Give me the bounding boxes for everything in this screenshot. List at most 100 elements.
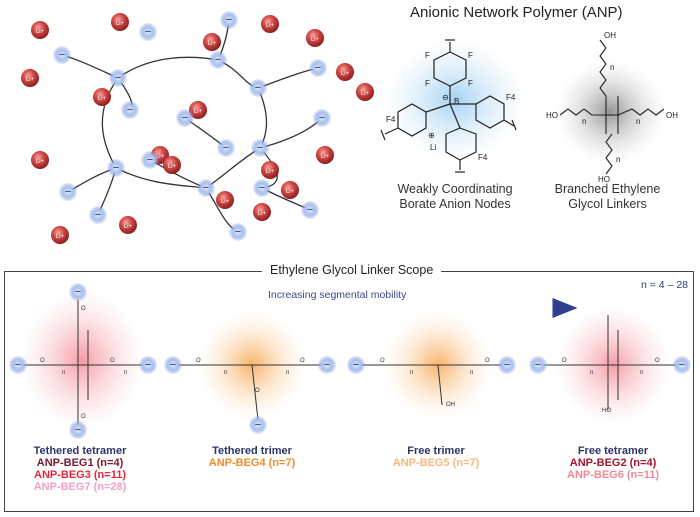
lithium-sphere: Li+ [261,161,279,179]
sample-label: ANP-BEG7 (n=28) [33,481,127,493]
lithium-sphere: Li+ [119,216,137,234]
svg-text:−: − [113,162,119,174]
lithium-sphere: Li+ [336,63,354,81]
svg-text:−: − [145,359,151,371]
linker-caption-line1: Branched Ethylene [554,182,661,196]
borate-anion-mark: ⊖ [442,93,449,102]
repeat-label: n [124,370,127,376]
linker-skeletons [20,300,680,425]
svg-text:−: − [504,359,510,371]
fluorine-label: F [425,51,430,60]
lithium-sphere: Li+ [203,33,221,51]
fluorine-label: F4 [478,153,488,162]
svg-text:−: − [75,286,81,298]
lithium-sphere: Li+ [261,15,279,33]
hydroxyl-label: OH [446,402,455,408]
svg-text:Li+: Li+ [168,164,177,170]
scope-title: Ethylene Glycol Linker Scope [262,263,442,277]
sample-label: ANP-BEG5 (n=7) [392,457,480,469]
hydroxyl-label: OH [604,31,616,40]
anion-sphere: − [141,151,159,169]
repeat-label: n [286,370,289,376]
svg-text:−: − [147,154,153,166]
anion-sphere: − [347,356,365,374]
svg-text:−: − [255,419,261,431]
lithium-sphere: Li+ [111,13,129,31]
svg-text:Li+: Li+ [258,211,267,217]
svg-text:−: − [255,82,261,94]
svg-text:Li+: Li+ [266,169,275,175]
svg-text:−: − [235,226,241,238]
oxygen-label: O [655,358,660,364]
svg-text:−: − [115,72,121,84]
anion-sphere: − [217,139,235,157]
svg-text:−: − [145,26,151,38]
svg-text:Li+: Li+ [194,109,203,115]
anion-sphere: − [301,201,319,219]
svg-text:−: − [324,359,330,371]
lithium-sphere: Li+ [316,146,334,164]
sample-label: ANP-BEG2 (n=4) [569,457,657,469]
group-name: Free trimer [407,445,465,457]
svg-text:Li+: Li+ [361,91,370,97]
svg-text:−: − [259,182,265,194]
oxygen-label: O [110,358,115,364]
fluorine-label: F4 [506,93,516,102]
panel-title: Anionic Network Polymer (ANP) [410,4,623,21]
svg-text:Li+: Li+ [266,23,275,29]
mobility-label: Increasing segmental mobility [268,289,407,301]
repeat-label: n [636,117,640,126]
anion-sphere: − [197,179,215,197]
group-name: Tethered trimer [212,445,292,457]
hydroxyl-label: HO [598,175,610,184]
anion-sphere: − [673,356,691,374]
hydroxyl-label: HO [602,408,611,414]
svg-text:−: − [170,359,176,371]
anion-sphere: − [139,23,157,41]
svg-text:−: − [353,359,359,371]
lithium-sphere: Li+ [356,83,374,101]
svg-text:−: − [223,142,229,154]
repeat-label: n [640,370,643,376]
anion-sphere: − [176,109,194,127]
anion-sphere: − [498,356,516,374]
lithium-sphere: Li+ [51,226,69,244]
linker-caption: Branched Ethylene Glycol Linkers [540,182,675,212]
anion-sphere: − [139,356,157,374]
anion-sphere: − [9,356,27,374]
svg-text:Li+: Li+ [98,96,107,102]
repeat-label: n [470,370,473,376]
anion-sphere: − [107,159,125,177]
anion-sphere: − [209,51,227,69]
boron-label: B [454,97,459,106]
repeat-label: n [62,370,65,376]
tethered-tetramer-glow [20,290,144,430]
repeat-label: n [590,370,593,376]
borate-structure: F F F F ⊖ B F4 F4 ⊕ Li F4 [380,39,525,173]
svg-text:−: − [319,112,325,124]
anion-sphere: − [164,356,182,374]
anion-sphere: − [229,223,247,241]
fluorine-label: F [468,79,473,88]
svg-text:Li+: Li+ [26,77,35,83]
svg-text:−: − [535,359,541,371]
fluorine-label: F [468,51,473,60]
group-tethered-tetramer: Tethered tetramer ANP-BEG1 (n=4) ANP-BEG… [10,445,150,493]
svg-text:−: − [307,204,313,216]
anion-sphere: − [251,139,269,157]
anion-sphere: − [59,183,77,201]
lithium-sphere: Li+ [163,156,181,174]
linker-structure: OH HO OH HO n n n n [546,31,678,184]
fluorine-label: F4 [386,115,396,124]
group-name: Tethered tetramer [33,445,127,457]
hydroxyl-label: OH [666,111,678,120]
svg-text:−: − [226,14,232,26]
svg-text:Li+: Li+ [116,21,125,27]
oxygen-label: O [485,358,490,364]
sample-label: ANP-BEG3 (n=11) [34,469,126,481]
anion-sphere: − [53,46,71,64]
svg-text:−: − [679,359,685,371]
svg-text:−: − [95,209,101,221]
repeat-label: n [616,155,620,164]
